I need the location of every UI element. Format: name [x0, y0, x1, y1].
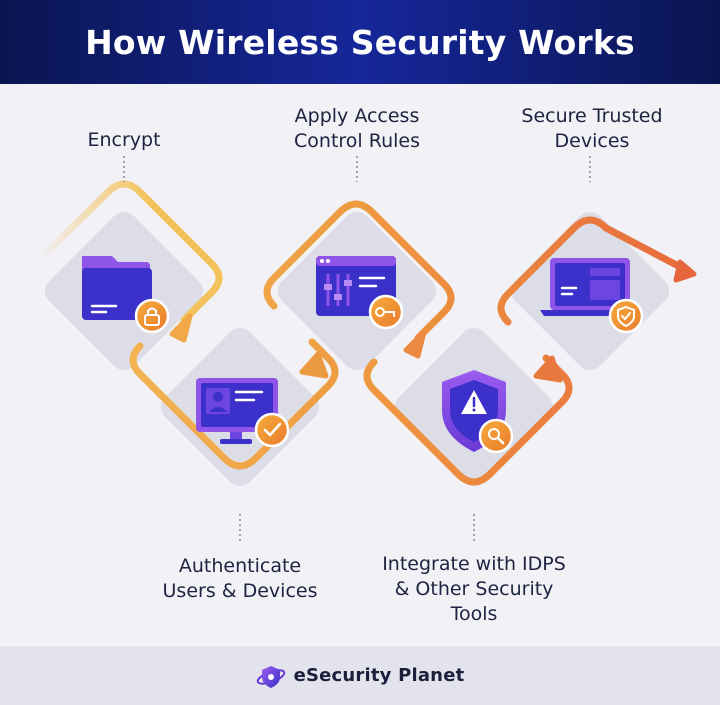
step-idps-line-1: Integrate with IDPS [382, 553, 566, 575]
flow-ribbon [36, 180, 690, 486]
footer-bar: eSecurity Planet [0, 646, 720, 705]
brand-name: eSecurity Planet [293, 665, 465, 686]
header-banner: How Wireless Security Works [0, 0, 720, 84]
step-label-devices: Secure Trusted Devices [521, 104, 662, 154]
step-idps-line-2: & Other Security [394, 578, 554, 600]
step-encrypt-text: Encrypt [87, 129, 161, 151]
page-title: How Wireless Security Works [85, 22, 635, 62]
flow-arrows [169, 259, 697, 383]
step-access-line-2: Control Rules [294, 130, 420, 152]
step-devices-line-1: Secure Trusted [521, 105, 663, 127]
shield-alert-search-icon [442, 370, 514, 454]
arrow-to-access [299, 351, 329, 379]
flow-diagram [36, 156, 697, 542]
step-label-access: Apply Access Control Rules [294, 104, 420, 154]
arrow-exit [673, 259, 697, 283]
monitor-user-badge-icon [196, 378, 290, 448]
step-authenticate-line-1: Authenticate [178, 555, 302, 577]
laptop-shield-icon [540, 258, 644, 334]
step-label-encrypt: Encrypt [87, 128, 160, 153]
control-panel-key-icon [316, 256, 404, 330]
step-idps-line-3: Tools [450, 603, 498, 625]
folder-lock-icon [82, 256, 170, 334]
planet-logo-icon [256, 665, 285, 688]
step-devices-line-2: Devices [554, 130, 630, 152]
label-connectors [123, 156, 591, 542]
diagram-stage: Encrypt Apply Access Control Rules Secur… [0, 84, 720, 646]
arrow-to-idps [403, 329, 427, 359]
step-authenticate-line-2: Users & Devices [162, 580, 318, 602]
step-label-authenticate: Authenticate Users & Devices [163, 554, 318, 604]
step-label-idps: Integrate with IDPS & Other Security Too… [382, 552, 566, 627]
step-access-line-1: Apply Access [294, 105, 420, 127]
arrow-to-authenticate [169, 313, 193, 343]
arrow-to-devices [533, 355, 563, 383]
